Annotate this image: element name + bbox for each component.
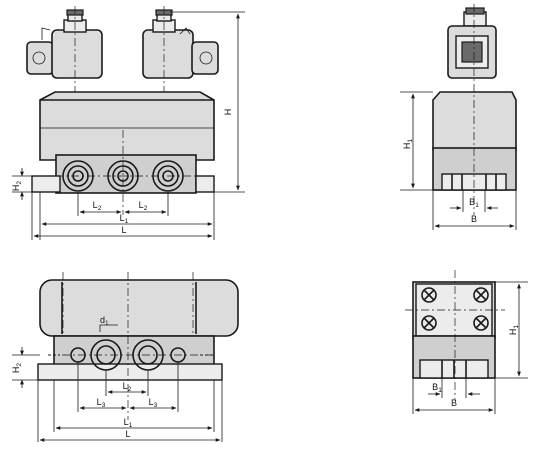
dim-H2-sub: 2 — [16, 181, 23, 185]
front2-d1-label: d — [100, 315, 105, 325]
svg-text:L1: L1 — [124, 417, 133, 429]
front2-dim-L1-sub: 1 — [129, 422, 133, 429]
dim-L2-sub-a: 2 — [98, 205, 102, 212]
svg-text:B1: B1 — [469, 197, 479, 209]
front-view: H H2 L2 L2 L1 L — [11, 6, 245, 240]
dim-H-label: H — [223, 109, 233, 116]
dim-L1-sub: 1 — [125, 218, 129, 225]
front2-dim-L3-sub-b: 3 — [154, 402, 158, 409]
side-view: H1 B1 B — [400, 4, 517, 230]
svg-text:L1: L1 — [120, 213, 129, 225]
dim-H2-label: H — [11, 185, 21, 192]
svg-text:H2: H2 — [11, 181, 23, 192]
svg-text:L3: L3 — [149, 397, 158, 409]
svg-text:d1: d1 — [100, 315, 109, 327]
front2-dim-L-label: L — [125, 429, 130, 439]
side2-body — [405, 270, 505, 400]
side2-dim-B1-label: B — [432, 382, 438, 392]
svg-text:L3: L3 — [97, 397, 106, 409]
front2-dim-L3-label-a: L — [97, 397, 102, 407]
side-dim-H1-label: H — [402, 143, 412, 150]
side2-dim-B-label: B — [451, 398, 457, 408]
left-solenoid — [26, 6, 103, 120]
side2-dim-H1-sub: 1 — [513, 325, 520, 329]
front2-dim-H2-label: H — [11, 367, 21, 374]
svg-text:L2: L2 — [93, 200, 102, 212]
dim-L2-label-b: L — [139, 200, 144, 210]
dim-L2-sub-b: 2 — [144, 205, 148, 212]
side-body — [432, 4, 517, 215]
side-dim-B1-label: B — [469, 197, 475, 207]
svg-text:H1: H1 — [402, 139, 414, 150]
side2-dimensions — [412, 281, 528, 414]
side-solenoid — [447, 7, 497, 79]
front2-dimensions — [12, 324, 223, 442]
side2-dim-B1-sub: 1 — [438, 387, 442, 394]
front2-dim-L3-label-b: L — [149, 397, 154, 407]
dim-L-label: L — [121, 225, 126, 235]
front-ports — [55, 130, 200, 215]
side-dimensions — [400, 91, 517, 230]
svg-text:H2: H2 — [11, 363, 23, 374]
svg-text:H1: H1 — [508, 325, 520, 336]
front2-dim-L1-label: L — [124, 417, 129, 427]
svg-text:L2: L2 — [123, 381, 132, 393]
front2-body — [37, 279, 239, 381]
front-dimensions — [12, 11, 245, 240]
front2-dim-L3-sub-a: 3 — [102, 402, 106, 409]
svg-text:L2: L2 — [139, 200, 148, 212]
side-dim-B1-sub: 1 — [475, 202, 479, 209]
front-view-2: d1 H2 L2 L3 L3 L1 L — [11, 272, 239, 442]
side2-dim-H1-label: H — [508, 329, 518, 336]
front2-dim-H2-sub: 2 — [16, 363, 23, 367]
dim-L1-label: L — [120, 213, 125, 223]
front2-dim-L2-label: L — [123, 381, 128, 391]
side-view-2: H1 B1 B — [405, 270, 528, 414]
front2-d1-sub: 1 — [105, 320, 109, 327]
side2-screws — [421, 287, 489, 331]
dim-L2-label-a: L — [93, 200, 98, 210]
svg-text:B1: B1 — [432, 382, 442, 394]
side-dim-H1-sub: 1 — [407, 139, 414, 143]
side-dim-B-label: B — [471, 214, 477, 224]
right-solenoid — [142, 6, 219, 120]
front2-dim-L2-sub: 2 — [128, 386, 132, 393]
